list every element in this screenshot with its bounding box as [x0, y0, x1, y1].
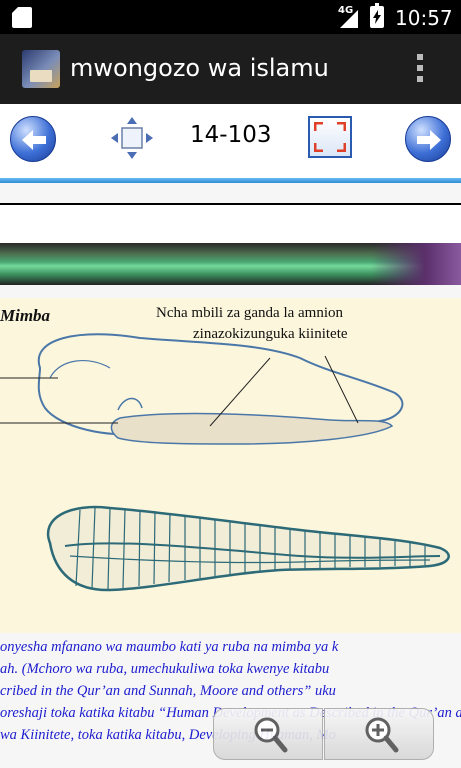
zoom-in-button[interactable] [324, 708, 434, 760]
text-line: cribed in the Qur’an and Sunnah, Moore a… [0, 683, 336, 699]
toolbar-divider [0, 178, 461, 183]
zoom-controls [213, 708, 461, 760]
action-bar: mwongozo wa islamu [0, 34, 461, 104]
previous-page-button[interactable] [10, 116, 56, 162]
next-page-button[interactable] [405, 116, 451, 162]
fit-screen-button[interactable] [308, 116, 352, 158]
overflow-menu-icon[interactable] [414, 54, 426, 84]
figure-caption: Mimba [0, 306, 51, 325]
arrow-left-icon [22, 130, 46, 150]
embryo-figure: Mimba Ncha mbili za ganda la amnion zina… [0, 298, 461, 633]
clock: 10:57 [395, 6, 453, 30]
zoom-out-button[interactable] [213, 708, 323, 760]
text-line: ah. (Mchoro wa ruba, umechukuliwa toka k… [0, 661, 330, 677]
document-view[interactable]: Mimba Ncha mbili za ganda la amnion zina… [0, 183, 461, 768]
fit-screen-icon [314, 122, 346, 152]
status-bar: 4G 10:57 [0, 0, 461, 34]
battery-icon [370, 3, 384, 28]
arrow-right-icon [417, 130, 441, 150]
figure-label-line2: zinazokizunguka kiinitete [193, 326, 348, 342]
app-icon[interactable] [22, 50, 60, 88]
move-icon[interactable] [110, 116, 154, 160]
signal-icon [340, 10, 358, 28]
zoom-out-icon [254, 717, 288, 753]
sd-card-icon [12, 7, 32, 28]
page-margin [0, 205, 461, 243]
page-rule [0, 203, 461, 205]
app-title: mwongozo wa islamu [70, 54, 329, 82]
text-line: onyesha mfanano wa maumbo kati ya ruba n… [0, 639, 339, 655]
figure-label-line1: Ncha mbili za ganda la amnion [156, 305, 344, 321]
decorative-banner [0, 243, 461, 285]
embryo-illustration [0, 333, 450, 592]
zoom-in-icon [365, 717, 399, 753]
page-indicator: 14-103 [190, 122, 272, 148]
reader-toolbar: 14-103 [0, 104, 461, 180]
network-type: 4G [338, 5, 354, 16]
